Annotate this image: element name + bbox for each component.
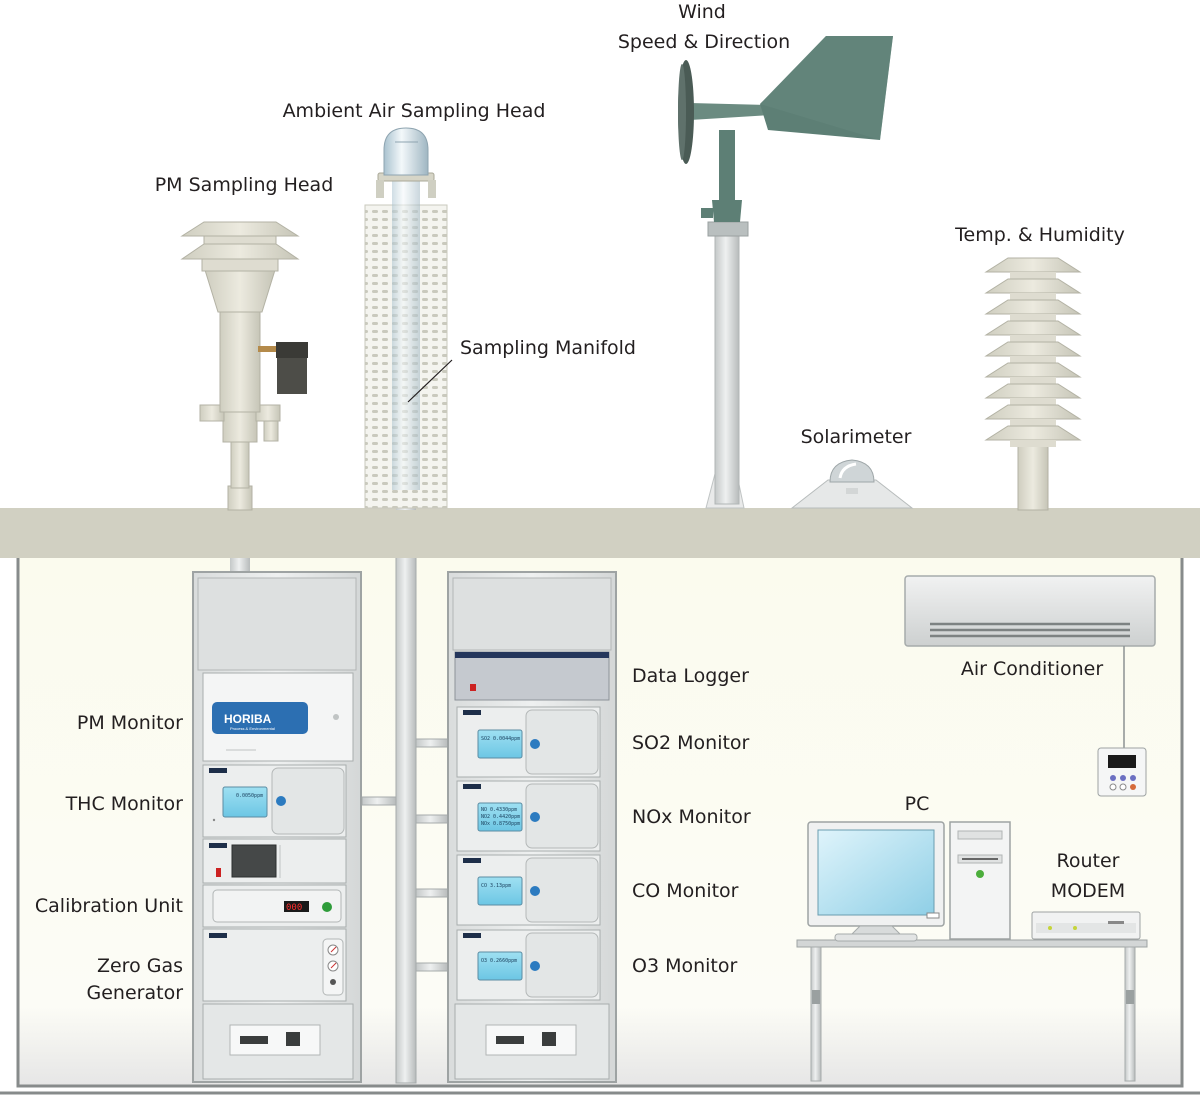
pm-monitor-unit: HORIBA Process & Environmental [202,672,354,762]
nox-reading-no: NO 0.4330ppm [481,807,517,813]
calibration-readout: 000 [286,903,302,913]
shield-louvre [984,425,1082,441]
nox-reading-nox: NOx 0.8750ppm [481,821,520,827]
shield-louvre-gap [1010,335,1056,342]
o3-monitor-unit: O3 0.2660ppm [456,929,601,1001]
label-wind-speed-direction: Speed & Direction [618,31,790,53]
shield-louvre [984,320,1082,336]
desk [796,939,1148,1082]
o3-reading: O3 0.2660ppm [481,958,517,964]
shield-louvre-gap [1010,293,1056,300]
label-generator: Generator [87,982,184,1004]
label-pm-monitor: PM Monitor [77,712,183,734]
label-modem: MODEM [1051,880,1125,902]
nox-knob [530,812,540,822]
so2-knob [530,739,540,749]
thc-knob [276,796,286,806]
shield-louvre [984,404,1082,420]
label-thc-monitor: THC Monitor [65,793,184,815]
label-wind: Wind [678,1,726,23]
shield-louvre-gap [1010,440,1056,447]
label-ambient-air-sampling-head: Ambient Air Sampling Head [283,100,546,122]
shield-louvre [984,299,1082,315]
shield-louvre-gap [1010,314,1056,321]
label-nox-monitor: NOx Monitor [632,806,751,828]
shield-louvre [984,257,1082,273]
label-router: Router [1057,850,1120,872]
left-rack: HORIBA Process & Environmental 0.0050ppm [192,571,362,1083]
right-rack: SO2 0.0044ppm NO 0.4330ppm NO2 0.4420ppm… [447,571,617,1083]
left-rack-drawer [202,1003,354,1080]
ambient-air-sampling-manifold [364,127,453,510]
shield-louvre-gap [1010,377,1056,384]
so2-reading: SO2 0.0044ppm [481,736,520,742]
label-solarimeter: Solarimeter [801,426,912,448]
co-reading: CO 3.13ppm [481,883,511,889]
label-zero-gas: Zero Gas [97,955,183,977]
calibration-unit-lower: 000 [202,884,347,928]
shield-louvre [984,341,1082,357]
thc-monitor-unit: 0.0050ppm [202,764,347,838]
so2-monitor-unit: SO2 0.0044ppm [456,706,601,778]
label-pc: PC [905,793,930,815]
shield-louvre [984,278,1082,294]
co-knob [530,886,540,896]
label-temp-humidity: Temp. & Humidity [954,224,1125,246]
zero-gas-generator-unit [202,928,347,1002]
horiba-tagline: Process & Environmental [230,726,275,731]
nox-monitor-unit: NO 0.4330ppm NO2 0.4420ppm NOx 0.8750ppm [456,780,601,852]
label-sampling-manifold: Sampling Manifold [460,337,636,359]
co-display [477,876,523,906]
label-air-conditioner: Air Conditioner [961,658,1103,680]
solarimeter-sensor [790,459,914,509]
co-monitor-unit: CO 3.13ppm [456,854,601,926]
right-rack-drawer [454,1003,610,1080]
label-so2-monitor: SO2 Monitor [632,732,750,754]
shield-louvre [984,362,1082,378]
wind-speed-direction-sensor [678,36,893,509]
air-conditioner [904,575,1156,748]
shield-louvre-gap [1010,356,1056,363]
pc-monitor [807,821,945,942]
calibration-unit-upper [202,838,347,884]
nox-reading-no2: NO2 0.4420ppm [481,814,520,820]
horiba-logo [212,702,308,734]
label-pm-sampling-head: PM Sampling Head [155,174,334,196]
pm-sampling-head [180,221,308,511]
temp-humidity-shield [984,257,1082,511]
labels: Wind Speed & Direction Ambient Air Sampl… [35,1,1125,1004]
data-logger-unit [454,651,610,701]
horiba-brand-text: HORIBA [224,712,272,726]
pc-tower [949,821,1011,940]
roof-slab [0,508,1200,558]
ac-remote-control [1097,747,1147,797]
nox-display [477,802,523,832]
shield-louvre-gap [1010,272,1056,279]
so2-display [477,729,523,759]
calibration-led [322,902,332,912]
manifold-pointer-line [407,359,453,403]
thc-reading: 0.0050ppm [236,793,263,799]
shield-louvre-gap [1010,398,1056,405]
label-calibration-unit: Calibration Unit [35,895,183,917]
thc-display [222,786,268,818]
label-data-logger: Data Logger [632,665,749,687]
shield-louvre [984,383,1082,399]
pm-inlet-pipe [230,556,250,574]
label-o3-monitor: O3 Monitor [632,955,737,977]
router-modem [1031,911,1141,940]
label-co-monitor: CO Monitor [632,880,739,902]
o3-knob [530,961,540,971]
shield-louvre-gap [1010,419,1056,426]
o3-display [477,951,523,981]
